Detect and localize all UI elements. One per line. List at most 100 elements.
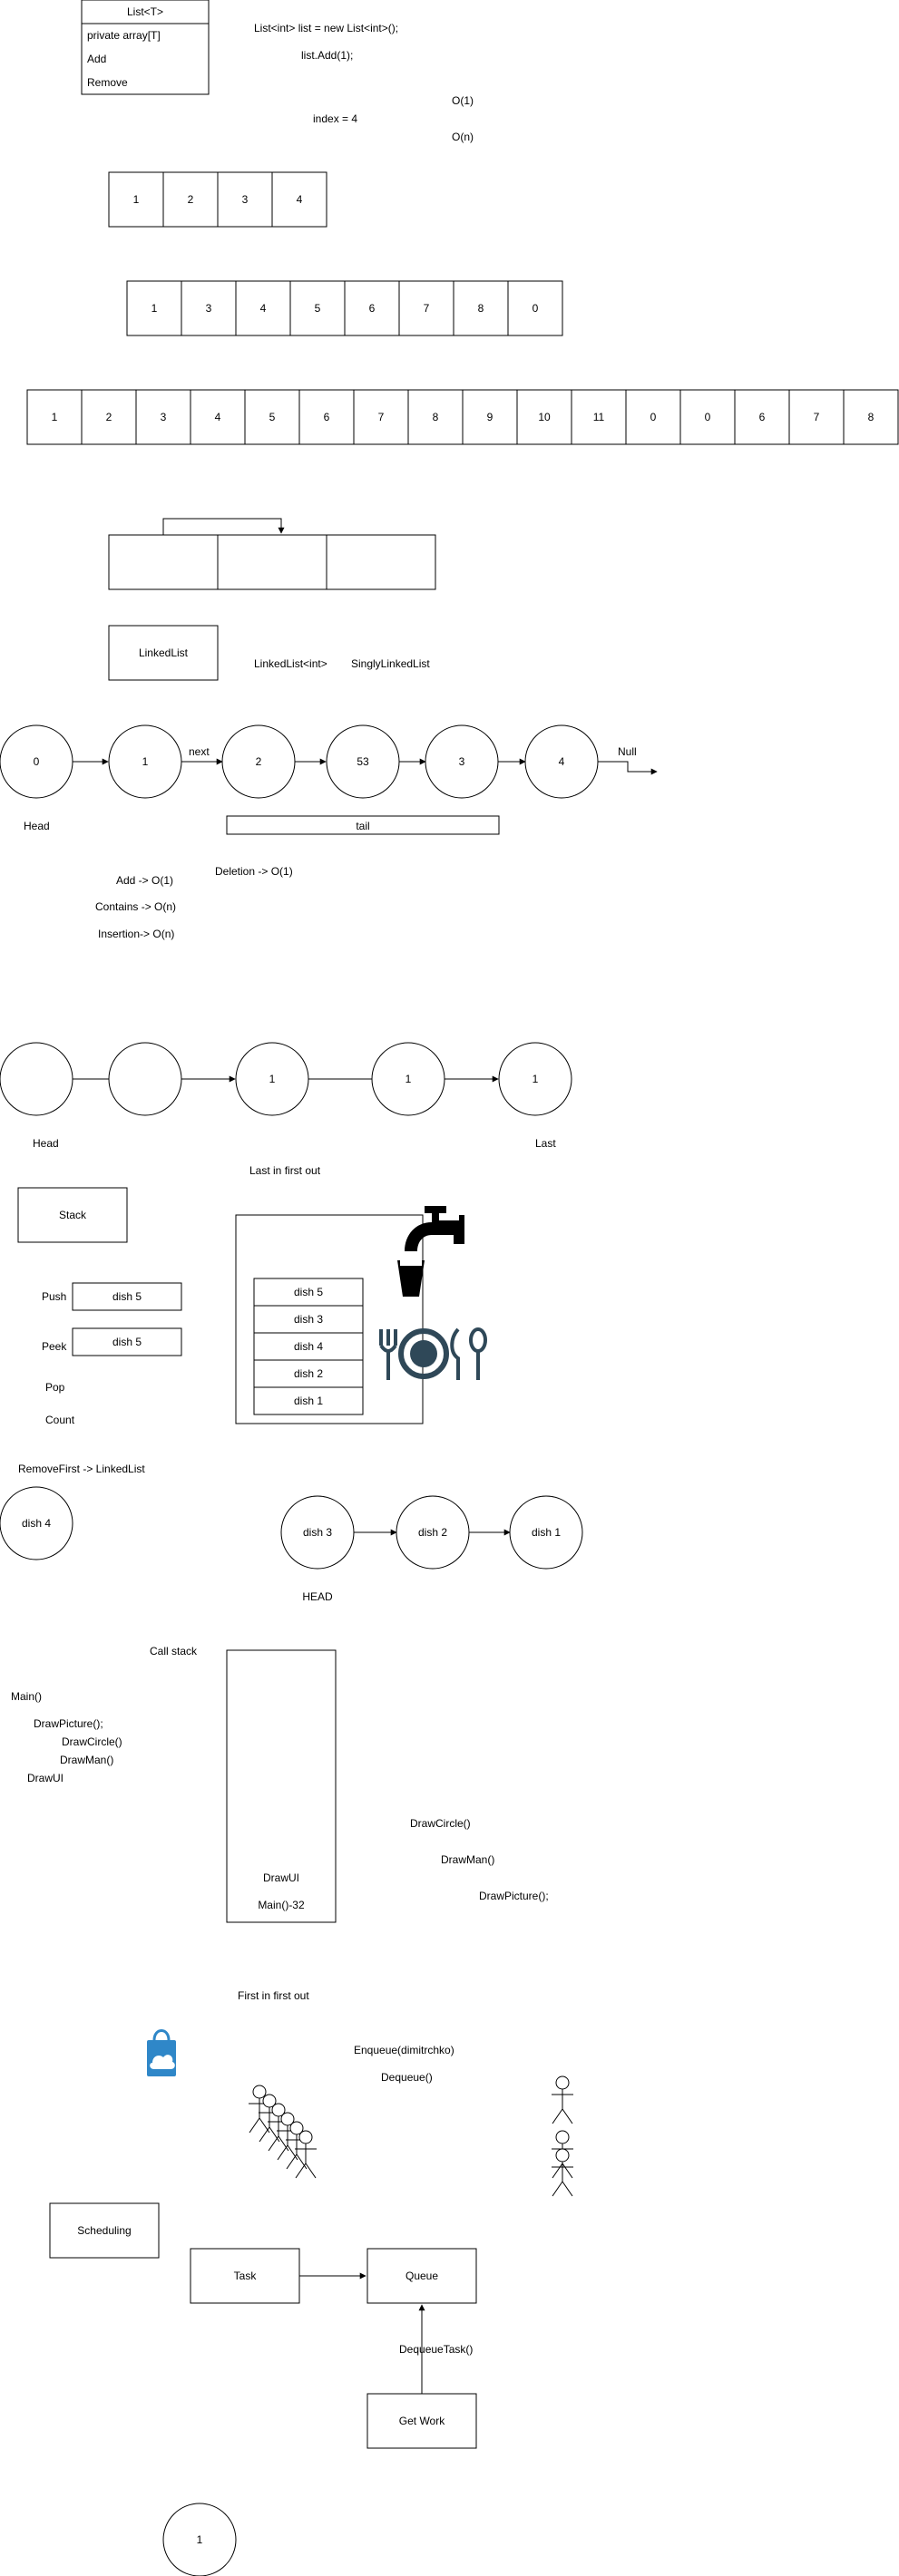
code-declaration: List<int> list = new List<int>(); bbox=[254, 22, 398, 34]
array-cell: 5 bbox=[244, 389, 300, 445]
doubly-list-node-label: 1 bbox=[269, 1073, 276, 1085]
stack-box: Stack bbox=[17, 1187, 128, 1243]
array-cell: 8 bbox=[843, 389, 899, 445]
peek-value: dish 5 bbox=[112, 1336, 142, 1348]
glass-icon bbox=[397, 1260, 425, 1297]
array-cell: 4 bbox=[271, 171, 327, 228]
dish-chain-node-label: dish 3 bbox=[303, 1526, 332, 1539]
array-cell: 7 bbox=[353, 389, 409, 445]
call-stack-title: Call stack bbox=[150, 1645, 198, 1657]
array-cell-value: 6 bbox=[324, 411, 330, 423]
array-cell: 4 bbox=[190, 389, 246, 445]
array-cell: 4 bbox=[235, 280, 291, 336]
linked-list-node: 1 bbox=[108, 724, 182, 799]
doubly-list-node bbox=[108, 1042, 182, 1116]
array-cell-value: 7 bbox=[378, 411, 385, 423]
tail-box bbox=[226, 815, 500, 835]
array-cell: 3 bbox=[181, 280, 237, 336]
array-cell: 0 bbox=[507, 280, 563, 336]
dish-label: dish 4 bbox=[294, 1340, 323, 1353]
code-line: DrawCircle() bbox=[62, 1735, 122, 1748]
doubly-list-node: 1 bbox=[498, 1042, 572, 1116]
stick-figure-icon bbox=[552, 2075, 573, 2124]
array-cell-value: 8 bbox=[478, 302, 484, 315]
linked-list-chain: next Null bbox=[73, 745, 658, 775]
class-member: private array[T] bbox=[87, 29, 161, 42]
self-reference-boxes bbox=[108, 518, 436, 590]
code-line: Main() bbox=[11, 1690, 42, 1703]
stick-figure-icon bbox=[249, 2085, 270, 2134]
linked-list-node: 4 bbox=[524, 724, 599, 799]
pop-label: Pop bbox=[45, 1381, 65, 1394]
null-label: Null bbox=[618, 745, 637, 758]
array-cell-value: 9 bbox=[487, 411, 493, 423]
array-cell-value: 8 bbox=[868, 411, 875, 423]
popped-call: DrawCircle() bbox=[410, 1817, 471, 1830]
array-cell: 11 bbox=[571, 389, 627, 445]
doubly-list-node-label: 1 bbox=[533, 1073, 539, 1085]
array-cell-value: 4 bbox=[260, 302, 267, 315]
queue-people bbox=[249, 2085, 317, 2179]
bottom-node: 1 bbox=[162, 2503, 237, 2576]
complexity-constant: O(1) bbox=[452, 94, 474, 107]
peek-value-box bbox=[72, 1327, 182, 1356]
array-cell: 2 bbox=[81, 389, 137, 445]
peek-label: Peek bbox=[42, 1340, 67, 1353]
linked-list-node: 2 bbox=[221, 724, 296, 799]
water-tap-icon bbox=[405, 1206, 464, 1251]
array-cell-value: 1 bbox=[133, 193, 140, 206]
next-pointer-label: next bbox=[189, 745, 210, 758]
linked-list-generic-label: LinkedList<int> bbox=[254, 657, 327, 670]
dish-item: dish 1 bbox=[253, 1386, 364, 1415]
stick-figure-icon bbox=[552, 2148, 573, 2197]
array-cell: 0 bbox=[679, 389, 736, 445]
linked-list-label: LinkedList bbox=[139, 646, 189, 659]
dish-chain-node: dish 2 bbox=[396, 1495, 470, 1570]
array-cell-value: 3 bbox=[206, 302, 212, 315]
array-cell: 8 bbox=[407, 389, 464, 445]
complexity-linear: O(n) bbox=[452, 131, 474, 143]
task-box: Task bbox=[190, 2248, 300, 2304]
array-cell-value: 3 bbox=[161, 411, 167, 423]
array-cell-value: 11 bbox=[593, 411, 605, 423]
array-cell-value: 5 bbox=[269, 411, 276, 423]
doubly-list-node-label: 1 bbox=[406, 1073, 412, 1085]
array-cell: 7 bbox=[788, 389, 845, 445]
linked-list-node-label: 3 bbox=[459, 755, 465, 768]
linked-list-node: 3 bbox=[425, 724, 499, 799]
removed-node-label: dish 4 bbox=[22, 1517, 51, 1530]
array-cell-value: 0 bbox=[533, 302, 539, 315]
array-cell: 3 bbox=[217, 171, 273, 228]
doubly-last-label: Last bbox=[535, 1137, 556, 1150]
dish-chain-node-label: dish 2 bbox=[418, 1526, 447, 1539]
array-cell: 9 bbox=[462, 389, 518, 445]
count-label: Count bbox=[45, 1414, 75, 1426]
array-cell-value: 0 bbox=[705, 411, 711, 423]
dish-item: dish 5 bbox=[253, 1278, 364, 1307]
array-cell: 1 bbox=[108, 171, 164, 228]
tail-label: tail bbox=[356, 820, 369, 832]
linked-list-box: LinkedList bbox=[108, 625, 219, 681]
array-cell: 6 bbox=[734, 389, 790, 445]
queue-box: Queue bbox=[366, 2248, 477, 2304]
array-cell-value: 5 bbox=[315, 302, 321, 315]
array-cell: 6 bbox=[298, 389, 355, 445]
push-label: Push bbox=[42, 1290, 66, 1303]
complexity-contains: Contains -> O(n) bbox=[95, 900, 176, 913]
stack-label: Stack bbox=[59, 1209, 87, 1221]
remove-first-label: RemoveFirst -> LinkedList bbox=[18, 1463, 145, 1475]
array-cell-value: 6 bbox=[369, 302, 376, 315]
stick-figure-icon bbox=[295, 2130, 317, 2179]
code-line: DrawUI bbox=[27, 1772, 64, 1784]
class-box: List<T> private array[T] Add Remove bbox=[81, 0, 210, 95]
scheduling-box: Scheduling bbox=[49, 2202, 160, 2259]
stick-figure-icon bbox=[259, 2094, 280, 2143]
array-cell: 3 bbox=[135, 389, 191, 445]
call-stack-frame: Main()-32 bbox=[258, 1899, 305, 1911]
dish-label: dish 5 bbox=[294, 1286, 323, 1298]
dequeued-people bbox=[552, 2075, 573, 2197]
array-cell-value: 2 bbox=[188, 193, 194, 206]
